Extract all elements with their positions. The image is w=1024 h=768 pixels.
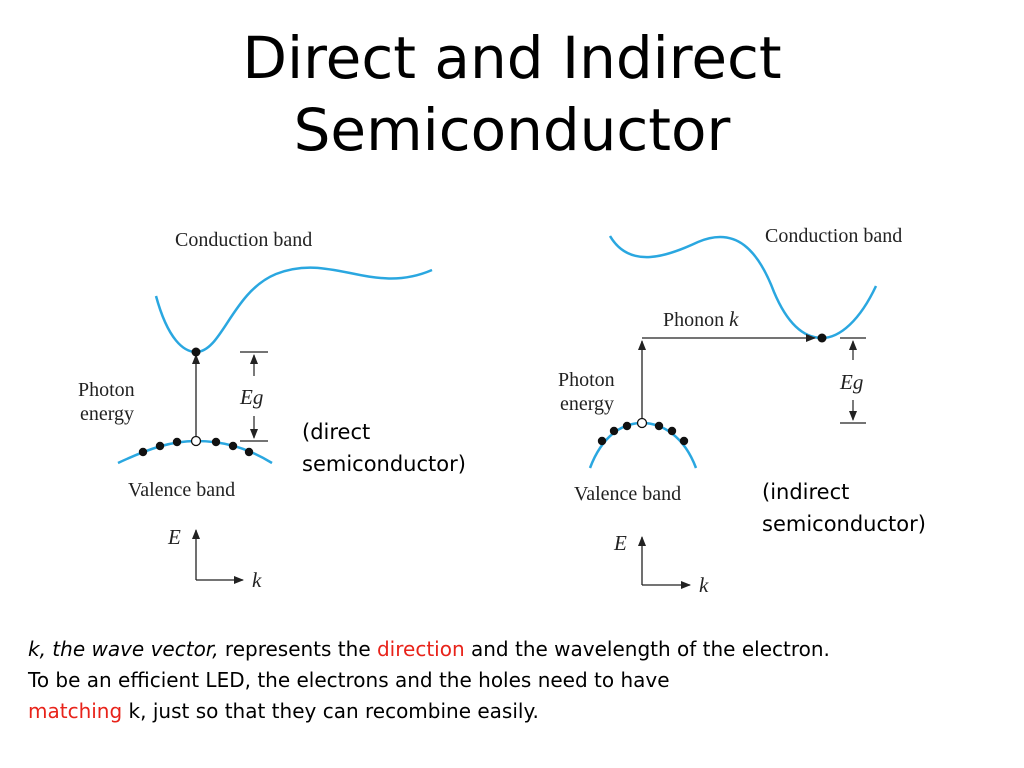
direct-valence-electrons <box>138 437 254 457</box>
direct-electron-dot <box>191 347 201 357</box>
direction-highlight: direction <box>376 637 465 661</box>
explanation-line-3-b: k, just so that they can recombine easil… <box>122 699 539 723</box>
explanation-line-1-b: and the wavelength of the electron. <box>464 637 830 661</box>
wave-vector-phrase: k, the wave vector, <box>28 637 219 661</box>
indirect-diagram: Conduction band Valence band Phonon k Ph… <box>558 225 902 597</box>
indirect-caption-line-1: (indirect <box>762 480 850 504</box>
direct-eg-label: Eg <box>239 385 263 409</box>
explanation-line-1: k, the wave vector, represents the direc… <box>28 634 830 665</box>
direct-valence-label: Valence band <box>128 479 235 501</box>
direct-eg-dimension <box>240 351 268 442</box>
direct-axis-e-label: E <box>167 525 181 549</box>
explanation-line-2: To be an efficient LED, the electrons an… <box>28 668 670 692</box>
direct-axis-k-label: k <box>252 568 262 592</box>
indirect-photon-label-1: Photon <box>558 369 615 391</box>
indirect-valence-band-curve <box>588 421 698 469</box>
direct-caption: (direct semiconductor) <box>302 416 466 480</box>
direct-caption-line-2: semiconductor) <box>302 452 466 476</box>
direct-diagram: Conduction band Valence band Photon ener… <box>78 229 433 592</box>
indirect-valence-label: Valence band <box>574 483 681 505</box>
indirect-valence-electrons <box>597 421 689 446</box>
indirect-caption-line-2: semiconductor) <box>762 512 926 536</box>
indirect-eg-label: Eg <box>839 370 863 394</box>
indirect-axis-k-label: k <box>699 573 709 597</box>
indirect-phonon-k: k <box>729 307 739 331</box>
indirect-eg-dimension <box>840 337 866 424</box>
direct-hole-dot <box>190 435 202 447</box>
direct-photon-label-2: energy <box>80 403 134 425</box>
indirect-axes <box>638 536 691 589</box>
direct-axes <box>192 529 244 584</box>
title-line-1: Direct and Indirect <box>242 24 782 92</box>
matching-highlight: matching <box>28 699 123 723</box>
direct-photon-label-1: Photon <box>78 379 135 401</box>
direct-conduction-label: Conduction band <box>175 229 312 251</box>
indirect-conduction-label: Conduction band <box>765 225 902 247</box>
title-line-2: Semiconductor <box>293 96 731 164</box>
indirect-photon-label-2: energy <box>560 393 614 415</box>
explanation-line-1-a: represents the <box>218 637 377 661</box>
indirect-axis-e-label: E <box>613 531 627 555</box>
indirect-conduction-band-curve <box>608 235 878 340</box>
indirect-phonon-text: Phonon <box>663 309 724 331</box>
indirect-electron-dot <box>817 333 827 343</box>
explanation-text: k, the wave vector, represents the direc… <box>28 634 830 727</box>
indirect-hole-dot <box>636 417 648 429</box>
direct-caption-line-1: (direct <box>302 420 371 444</box>
indirect-phonon-label: Phonon k <box>663 307 739 331</box>
direct-conduction-band-curve <box>154 266 433 354</box>
explanation-line-3: matching k, just so that they can recomb… <box>28 696 830 727</box>
indirect-caption: (indirect semiconductor) <box>762 476 926 540</box>
slide-title: Direct and Indirect Semiconductor <box>0 22 1024 166</box>
